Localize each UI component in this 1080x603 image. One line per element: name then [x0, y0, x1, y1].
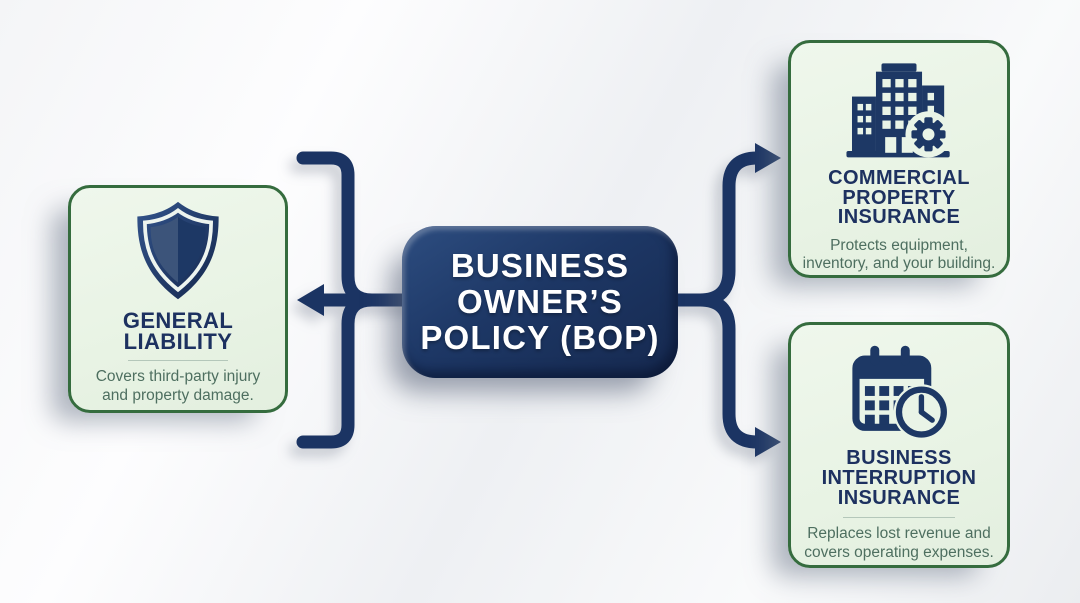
card-desc-line: covers operating expenses. [804, 543, 994, 561]
divider [843, 517, 955, 518]
card-title-line: PROPERTY [842, 186, 956, 209]
building-gear-icon [838, 55, 960, 163]
card-desc-line: and property damage. [102, 386, 254, 404]
card-business-interruption: BUSINESS INTERRUPTION INSURANCE Replaces… [788, 322, 1010, 568]
bop-center-node: BUSINESS OWNER’S POLICY (BOP) [402, 226, 678, 378]
right-top-arrowhead [755, 143, 781, 173]
card-title-line: LIABILITY [123, 329, 233, 354]
card-title-line: INTERRUPTION [821, 467, 977, 489]
general-liability-title: GENERAL LIABILITY [122, 308, 234, 354]
commercial-property-title: COMMERCIAL PROPERTY INSURANCE [828, 167, 970, 228]
card-desc-line: Protects equipment, [830, 236, 968, 254]
divider [128, 360, 228, 361]
general-liability-description: Covers third-party injury and property d… [96, 368, 261, 405]
bop-title-line: POLICY (BOP) [420, 319, 660, 356]
shield-icon [130, 198, 226, 304]
business-interruption-title: BUSINESS INTERRUPTION INSURANCE [822, 448, 977, 508]
right-branch-up-path [658, 151, 767, 307]
bop-title: BUSINESS OWNER’S POLICY (BOP) [420, 248, 659, 356]
card-title-line: INSURANCE [837, 487, 961, 509]
right-bottom-arrowhead [755, 427, 781, 457]
bop-title-line: OWNER’S [456, 283, 624, 320]
bop-title-line: BUSINESS [450, 247, 630, 284]
calendar-clock-icon [847, 339, 951, 443]
card-desc-line: Replaces lost revenue and [807, 525, 991, 542]
card-general-liability: GENERAL LIABILITY Covers third-party inj… [68, 185, 288, 413]
card-desc-line: Covers third-party injury [95, 368, 261, 385]
card-desc-line: inventory, and your building. [802, 255, 996, 272]
card-title-line: INSURANCE [837, 206, 961, 228]
card-title-line: GENERAL [122, 308, 234, 333]
right-branch-down-path [658, 293, 767, 449]
business-interruption-description: Replaces lost revenue and covers operati… [804, 525, 994, 562]
card-title-line: BUSINESS [846, 447, 952, 469]
card-commercial-property: COMMERCIAL PROPERTY INSURANCE Protects e… [788, 40, 1010, 278]
left-bracket-top-path [296, 151, 387, 307]
commercial-property-description: Protects equipment, inventory, and your … [803, 237, 996, 274]
left-bracket-bottom-path [296, 293, 387, 449]
left-arrowhead [297, 284, 324, 316]
card-title-line: COMMERCIAL [828, 167, 970, 189]
